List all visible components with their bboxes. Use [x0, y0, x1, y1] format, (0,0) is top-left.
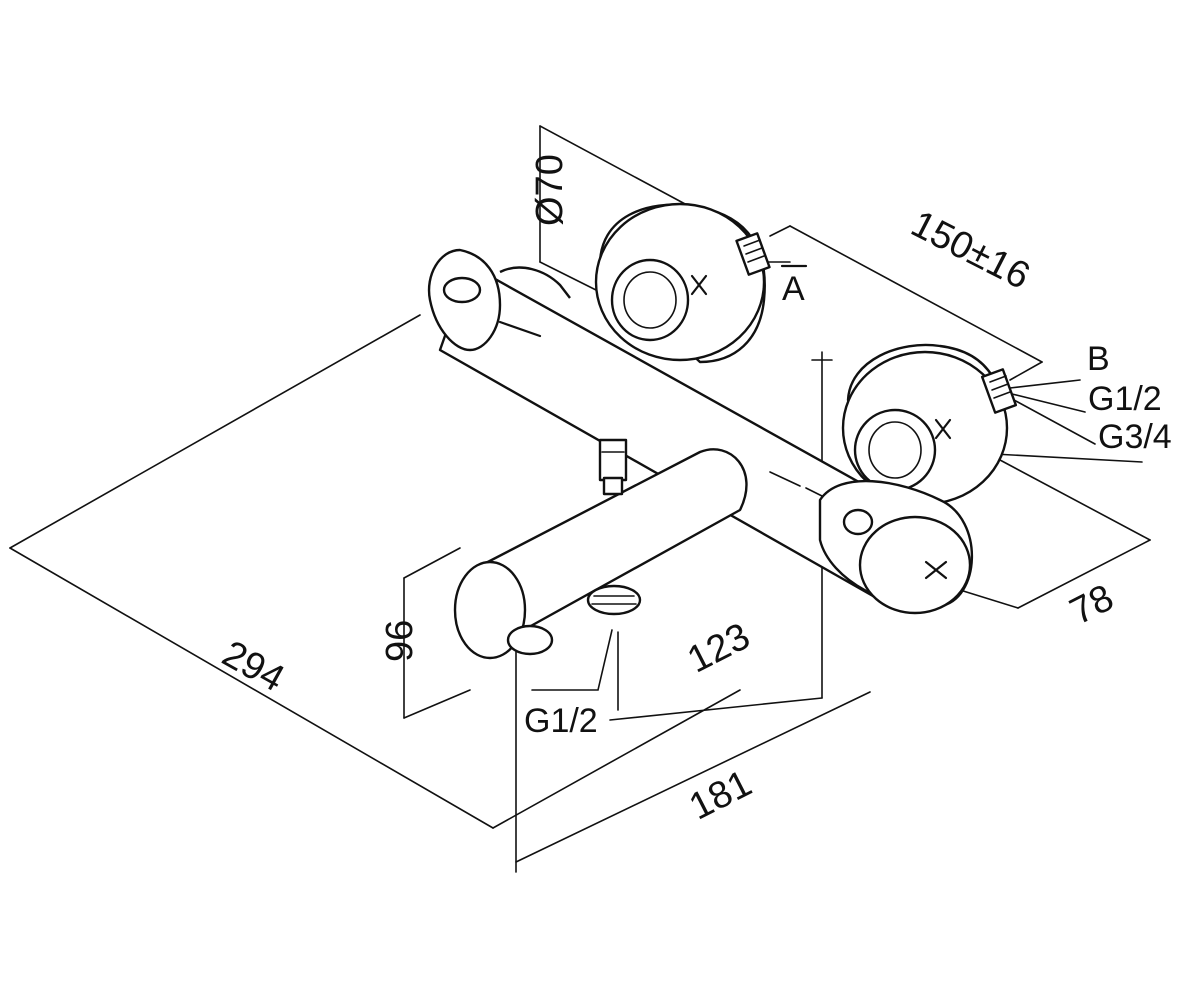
dimension-150: 150±16: [904, 203, 1036, 298]
dimension-181: 181: [683, 762, 759, 828]
dimension-lines: [9, 125, 1151, 873]
spout: [453, 438, 748, 660]
dimension-294: 294: [215, 633, 291, 700]
label-g34: G3/4: [1098, 418, 1172, 456]
label-g12-bottom: G1/2: [524, 702, 598, 740]
dimension-diameter-70: Ø70: [529, 154, 571, 226]
main-body: [427, 248, 937, 602]
dimension-96: 96: [379, 620, 421, 662]
dimension-78: 78: [1064, 577, 1121, 634]
label-a: A: [782, 270, 805, 308]
temperature-handle: [818, 479, 974, 615]
label-b: B: [1087, 340, 1110, 378]
label-g12-right: G1/2: [1088, 380, 1162, 418]
dimension-123: 123: [681, 615, 757, 681]
